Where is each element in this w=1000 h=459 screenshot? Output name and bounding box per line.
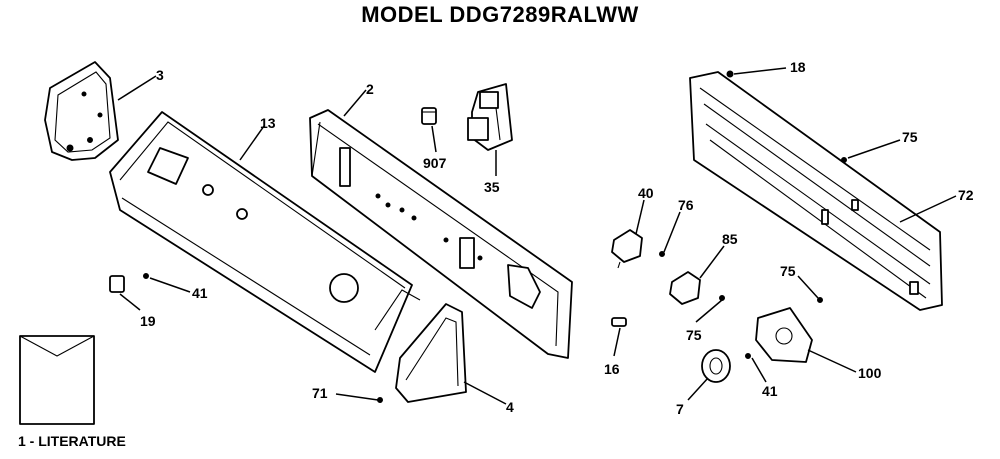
callout-72: 72 xyxy=(958,187,974,203)
part-907-knob xyxy=(421,107,437,125)
callout-75-c: 75 xyxy=(686,327,702,343)
callout-907: 907 xyxy=(423,155,447,171)
literature-label: 1 - LITERATURE xyxy=(18,433,126,449)
callout-35: 35 xyxy=(484,179,500,195)
callout-19: 19 xyxy=(140,313,156,329)
callout-18: 18 xyxy=(790,59,806,75)
part-100 xyxy=(755,307,813,363)
end-cap-right xyxy=(395,303,467,403)
callout-16: 16 xyxy=(604,361,620,377)
callout-40: 40 xyxy=(638,185,654,201)
part-19 xyxy=(109,275,125,293)
callout-13: 13 xyxy=(260,115,276,131)
part-85 xyxy=(669,271,701,305)
callout-3: 3 xyxy=(156,67,164,83)
callout-76: 76 xyxy=(678,197,694,213)
callout-100: 100 xyxy=(858,365,882,381)
callout-85: 85 xyxy=(722,231,738,247)
part-7-knob xyxy=(701,349,731,383)
diagram-title: MODEL DDG7289RALWW xyxy=(361,2,639,27)
end-cap-left xyxy=(44,61,119,161)
callout-2: 2 xyxy=(366,81,374,97)
literature-envelope-icon xyxy=(19,335,95,425)
callout-75-b: 75 xyxy=(780,263,796,279)
callout-41-a: 41 xyxy=(192,285,208,301)
rear-panel xyxy=(689,71,943,311)
control-panel-frame xyxy=(309,109,573,359)
switch-assembly xyxy=(467,83,513,151)
part-40 xyxy=(611,229,643,269)
callout-41-b: 41 xyxy=(762,383,778,399)
callout-4: 4 xyxy=(506,399,514,415)
callout-7: 7 xyxy=(676,401,684,417)
callout-71: 71 xyxy=(312,385,328,401)
control-panel-front xyxy=(109,111,421,373)
callout-75-a: 75 xyxy=(902,129,918,145)
